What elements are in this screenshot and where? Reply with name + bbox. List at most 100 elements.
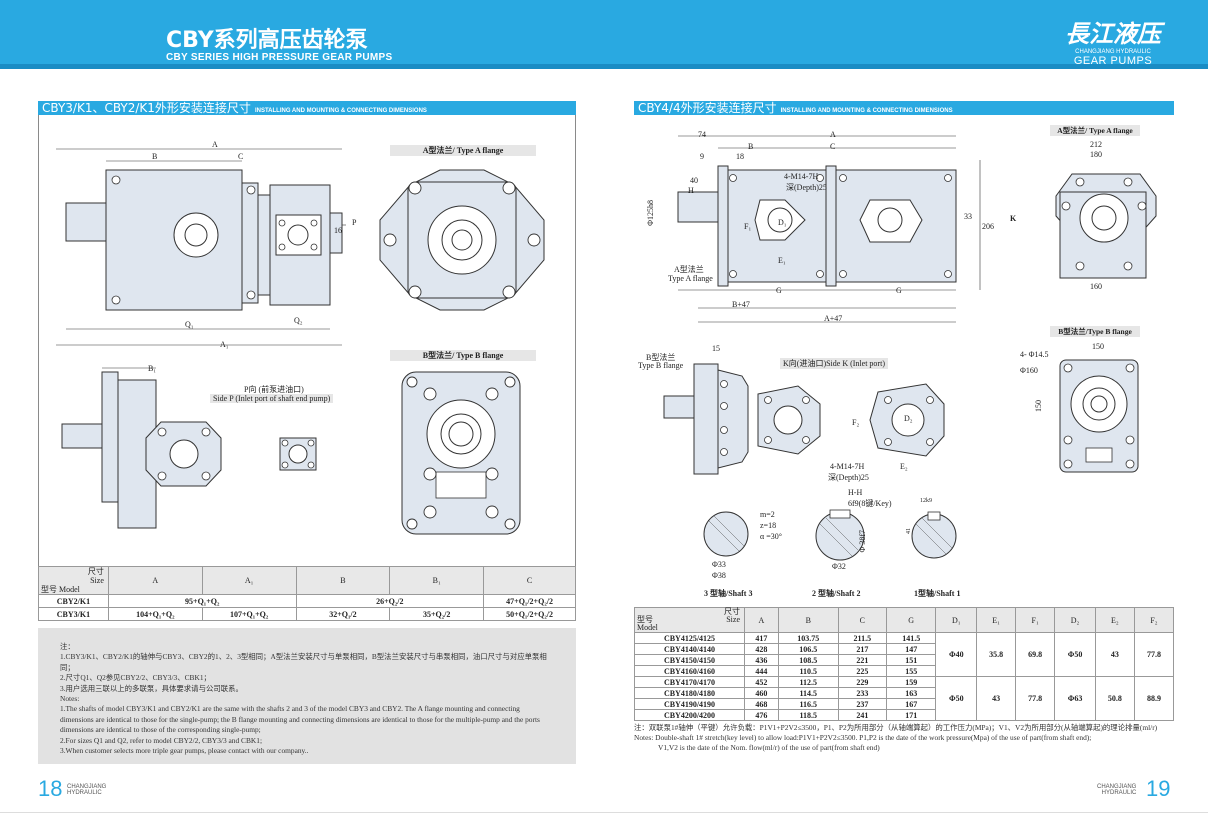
r-dim-E2: E₂ — [900, 462, 908, 471]
side-p-en: Side P (Inlet port of shaft end pump) — [210, 394, 334, 403]
left-drawing-top — [56, 148, 346, 346]
rt-r7-C: 241 — [837, 709, 887, 721]
r-thread2: 4-M14-7H — [830, 462, 865, 471]
rt-r5-B: 114.5 — [777, 687, 839, 699]
r-m: m=2 — [760, 510, 775, 519]
left-brand: CHANGJIANG HYDRAULIC — [67, 784, 106, 796]
r-dim-G2: G — [896, 286, 902, 295]
rt-model-en: Model — [637, 623, 658, 632]
r-side-view-b — [663, 363, 749, 475]
rt-g1-D1: Φ40 — [935, 632, 978, 677]
r-dim-F1: F₁ — [744, 222, 752, 231]
table-row: CBY2/K1 95+Q₁+Q₂ 26+Q₂/2 47+Q₁/2+Q₂/2 — [38, 594, 576, 608]
left-brand-2: HYDRAULIC — [67, 790, 102, 796]
r-key: 6f9(8键/Key) — [848, 499, 892, 508]
rt-r3-model: CBY4160/4160 — [634, 665, 745, 677]
rt-r3-G: 155 — [885, 665, 937, 677]
right-note-line: Notes: Double-shaft 1# stretch(key level… — [634, 733, 1092, 743]
rt-r7-A: 476 — [744, 709, 779, 721]
dim-Q1-left: Q₁ — [185, 320, 194, 329]
right-page-number: 19 — [1146, 776, 1171, 801]
r-phi160: Φ160 — [1020, 366, 1038, 375]
dim-Q2-left: Q₂ — [294, 316, 303, 325]
r-shaft2: 2 型轴/Shaft 2 — [812, 589, 861, 598]
r-phi125: Φ125h8 — [646, 200, 655, 226]
rt-model-zh: 型号 — [637, 615, 653, 624]
left-flange-b-drawing — [401, 371, 521, 535]
dim-16-left: 16 — [334, 226, 342, 235]
r-dim-H: H — [688, 186, 694, 195]
lt-col-B1: B₁ — [389, 566, 485, 595]
table-row: CBY4200/4200 476 118.5 241 171 — [634, 709, 1174, 721]
rt-r2-G: 151 — [885, 654, 937, 666]
logo-gear-pumps: GEAR PUMPS — [1073, 55, 1153, 67]
right-section-en: INSTALLING AND MOUNTING & CONNECTING DIM… — [780, 108, 953, 114]
rt-r1-C: 217 — [837, 643, 887, 655]
rt-g2-D2: Φ63 — [1054, 676, 1096, 721]
r-dim-15: 15 — [712, 344, 720, 353]
header-bar — [0, 0, 1208, 64]
rt-r2-C: 221 — [837, 654, 887, 666]
logo-script: 長江液压 — [1065, 19, 1161, 48]
lt-size-en: Size — [90, 576, 104, 585]
rt-col-G: G — [885, 607, 937, 633]
logo-sub: CHANGJIANG HYDRAULIC — [1075, 49, 1151, 55]
r-flange-a-drawing — [1055, 173, 1157, 279]
rt-g2-E2: 50.8 — [1094, 676, 1135, 721]
rt-r4-B: 112.5 — [777, 676, 839, 688]
r-shaft3: 3 型轴/Shaft 3 — [704, 589, 753, 598]
r-dim-D2: D₂ — [904, 414, 913, 423]
r-thread: 4-M14-7H — [784, 172, 819, 181]
left-note-line: 3.When customer selects more triple gear… — [60, 746, 309, 756]
lt-r1-A: 104+Q₁+Q₂ — [107, 607, 203, 621]
lt-r1-A1: 107+Q₁+Q₂ — [201, 607, 297, 621]
rt-g2-F2: 88.9 — [1133, 676, 1175, 721]
rt-r6-B: 116.5 — [777, 698, 839, 710]
left-page-number: 18 — [38, 776, 63, 801]
r-shafts-drawing — [703, 509, 957, 561]
lt-size-zh: 尺寸 — [87, 567, 104, 576]
page-title: CBY系列高压齿轮泵 — [166, 28, 368, 53]
dim-B-left: B — [152, 152, 158, 161]
r-dim-160: 160 — [1090, 282, 1102, 291]
lt-r1-C: 50+Q₁/2+Q₂/2 — [483, 607, 576, 621]
rt-r6-G: 167 — [885, 698, 937, 710]
table-row: CBY4180/4180 460 114.5 233 163 — [634, 687, 1174, 699]
brand-logo: 長江液压 CHANGJIANG HYDRAULIC GEAR PUMPS — [1058, 14, 1168, 67]
right-brand-1: CHANGJIANG — [1097, 784, 1137, 790]
r-dim-G1: G — [776, 286, 782, 295]
rt-r3-A: 444 — [744, 665, 779, 677]
rt-col-D2: D₂ — [1054, 607, 1096, 633]
rt-r7-model: CBY4200/4200 — [634, 709, 745, 721]
r-dim-Bp47: B+47 — [732, 300, 750, 309]
rt-g2-F1: 77.8 — [1015, 676, 1056, 721]
lt-model-en: Model — [59, 585, 80, 594]
r-dim-33: 33 — [964, 212, 972, 221]
rt-col-E1: E₁ — [976, 607, 1017, 633]
r-phi38: Φ38 — [712, 571, 726, 580]
rt-r0-B: 103.75 — [777, 632, 839, 644]
right-section-zh: CBY4/4外形安装连接尺寸 — [638, 101, 777, 115]
rt-g1-F1: 69.8 — [1015, 632, 1056, 677]
r-dim-41: 41 — [906, 528, 912, 534]
rt-r0-A: 417 — [744, 632, 779, 644]
rt-r6-A: 468 — [744, 698, 779, 710]
r-shaft1: 1型轴/Shaft 1 — [914, 589, 961, 598]
right-note-line: V1,V2 is the date of the Nom. flow(ml/r)… — [658, 743, 880, 753]
left-flange-b-caption: B型法兰/ Type B flange — [390, 350, 536, 361]
lt-col-A1: A₁ — [201, 566, 297, 595]
rt-r6-model: CBY4190/4190 — [634, 698, 745, 710]
r-phi145: 4- Φ14.5 — [1020, 350, 1049, 359]
page-subtitle: CBY SERIES HIGH PRESSURE GEAR PUMPS — [166, 52, 393, 63]
r-dim-C: C — [830, 142, 836, 151]
lt-r0-C: 47+Q₁/2+Q₂/2 — [483, 594, 576, 608]
right-brand-2: HYDRAULIC — [1101, 790, 1137, 796]
table-row: CBY4190/4190 468 116.5 237 167 — [634, 698, 1174, 710]
table-row: CBY4170/4170 452 112.5 229 159 Φ50 43 77… — [634, 676, 1175, 721]
lt-r0-BB1: 26+Q₂/2 — [295, 594, 485, 608]
rt-g1-E1: 35.8 — [976, 632, 1017, 677]
rt-r1-G: 147 — [885, 643, 937, 655]
left-section-en: INSTALLING AND MOUNTING & CONNECTING DIM… — [254, 108, 427, 114]
r-k12: 12k9 — [920, 498, 932, 504]
r-dim-40: 40 — [690, 176, 698, 185]
